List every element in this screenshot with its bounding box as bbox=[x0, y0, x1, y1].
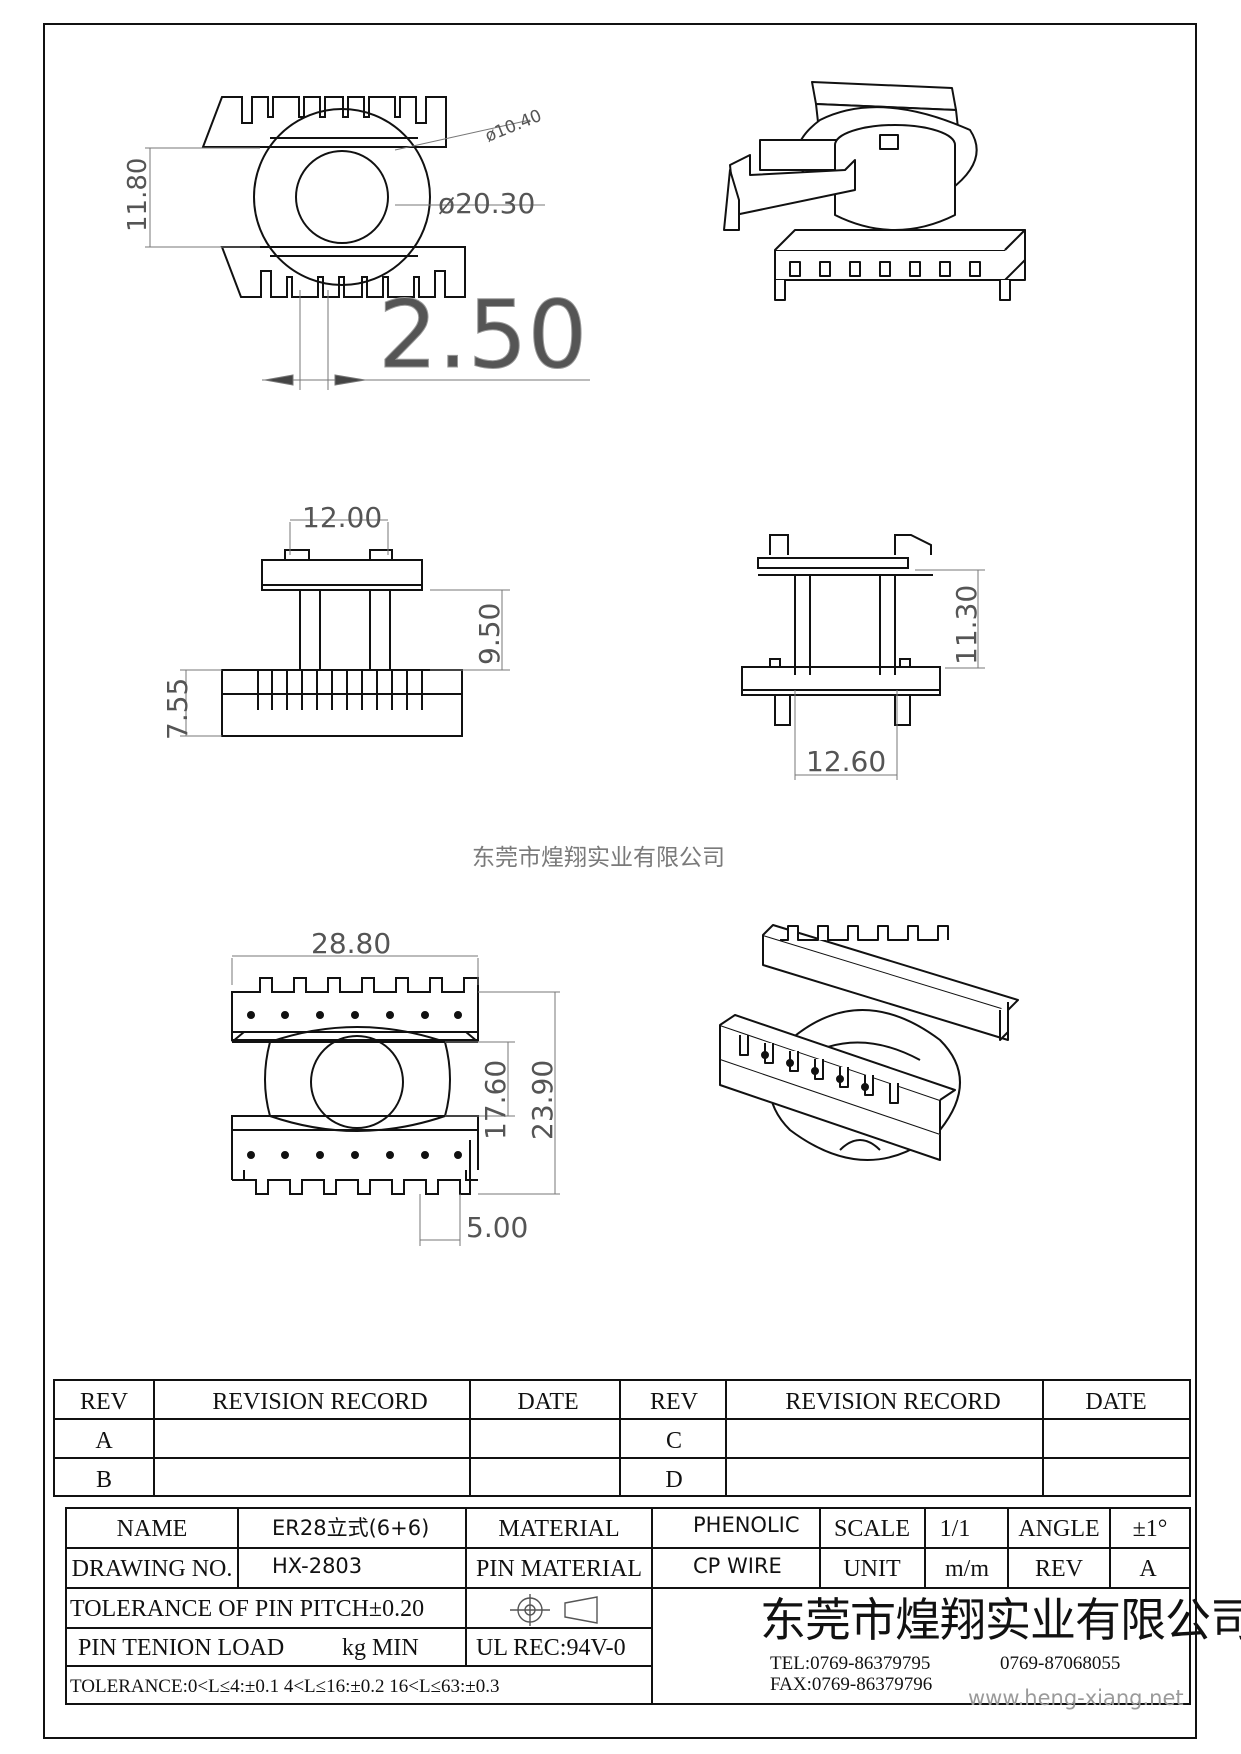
rev-header-1: REV bbox=[80, 1389, 128, 1415]
side-view bbox=[741, 534, 941, 726]
rev-record-header-2: REVISION RECORD bbox=[785, 1389, 1001, 1415]
scale-value: 1/1 bbox=[939, 1516, 971, 1542]
rev-label: REV bbox=[1035, 1556, 1083, 1582]
tel-1: TEL:0769-86379795 bbox=[770, 1653, 931, 1674]
projection-symbol bbox=[510, 1594, 598, 1626]
bottom-view-dims bbox=[231, 955, 560, 1246]
dim-side-width: 12.60 bbox=[806, 745, 886, 778]
company-name: 东莞市煌翔实业有限公司 bbox=[760, 1593, 1241, 1647]
top-view-dims bbox=[145, 119, 590, 390]
dim-height-top: 11.80 bbox=[123, 158, 153, 232]
dim-total-height: 23.90 bbox=[526, 1060, 559, 1140]
rev-value: A bbox=[1139, 1556, 1157, 1582]
rev-header-2: REV bbox=[650, 1389, 698, 1415]
tolerance-pin-pitch: TOLERANCE OF PIN PITCH±0.20 bbox=[70, 1596, 425, 1622]
revision-table-grid bbox=[53, 1379, 1191, 1497]
dim-pin-width: 2.50 bbox=[378, 281, 587, 390]
front-view bbox=[221, 549, 463, 737]
rev-date-header-1: DATE bbox=[517, 1389, 579, 1415]
rev-row-a: A bbox=[95, 1428, 113, 1454]
part-name: ER28立式(6+6) bbox=[272, 1516, 430, 1540]
dim-pin-pitch: 5.00 bbox=[466, 1211, 528, 1244]
side-view-dims bbox=[794, 569, 985, 780]
dim-diameter-outer: ø20.30 bbox=[438, 187, 535, 220]
dim-side-height: 11.30 bbox=[950, 585, 983, 665]
tolerance-ranges: TOLERANCE:0<L≤4:±0.1 4<L≤16:±0.2 16<L≤63… bbox=[70, 1676, 500, 1697]
iso-top-view bbox=[723, 81, 1026, 301]
pin-tension-unit: kg MIN bbox=[342, 1635, 419, 1661]
rev-row-d: D bbox=[665, 1467, 683, 1493]
rev-record-header-1: REVISION RECORD bbox=[212, 1389, 428, 1415]
drawing-no-value: HX-2803 bbox=[272, 1554, 363, 1578]
watermark-company: 东莞市煌翔实业有限公司 bbox=[472, 845, 725, 871]
ul-rec: UL REC:94V-0 bbox=[476, 1635, 626, 1661]
rev-row-c: C bbox=[665, 1428, 683, 1454]
dim-total-width: 28.80 bbox=[311, 927, 391, 960]
bottom-view bbox=[231, 977, 479, 1195]
material-label: MATERIAL bbox=[498, 1516, 620, 1542]
drawing-no-label: DRAWING NO. bbox=[71, 1556, 233, 1582]
unit-value: m/m bbox=[944, 1556, 990, 1582]
material-value: PHENOLIC bbox=[693, 1513, 800, 1537]
angle-label: ANGLE bbox=[1018, 1516, 1100, 1542]
name-label: NAME bbox=[116, 1516, 188, 1542]
pin-material-label: PIN MATERIAL bbox=[476, 1556, 642, 1582]
iso-bottom-view bbox=[719, 924, 1019, 1161]
angle-value: ±1° bbox=[1132, 1516, 1168, 1542]
top-view bbox=[201, 96, 466, 298]
scale-label: SCALE bbox=[833, 1516, 911, 1542]
dim-base-height: 7.55 bbox=[161, 678, 194, 740]
website-watermark: www.heng-xiang.net bbox=[968, 1686, 1184, 1710]
title-block-grid bbox=[65, 1507, 1191, 1705]
rev-date-header-2: DATE bbox=[1085, 1389, 1147, 1415]
rev-row-b: B bbox=[95, 1467, 113, 1493]
dim-inner-height: 17.60 bbox=[479, 1060, 512, 1140]
tel-2: 0769-87068055 bbox=[1000, 1653, 1121, 1674]
pin-material-value: CP WIRE bbox=[693, 1554, 782, 1578]
fax: FAX:0769-86379796 bbox=[770, 1674, 933, 1695]
front-view-dims bbox=[180, 519, 510, 737]
unit-label: UNIT bbox=[843, 1556, 901, 1582]
sheet-border bbox=[43, 23, 1197, 1739]
pin-tension-label: PIN TENION LOAD bbox=[78, 1635, 285, 1661]
dim-diameter-inner: ø10.40 bbox=[482, 106, 544, 147]
dim-core-height: 9.50 bbox=[473, 603, 506, 665]
dim-core-width: 12.00 bbox=[302, 501, 382, 534]
